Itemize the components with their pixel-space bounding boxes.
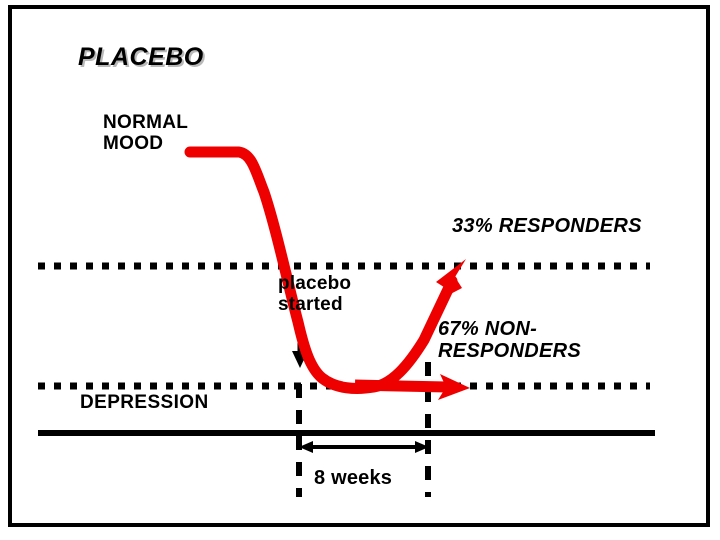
non-responders-label: 67% NON- RESPONDERS (438, 318, 582, 362)
responders-label: 33% RESPONDERS (452, 215, 642, 237)
normal-mood-label: NORMAL MOOD (103, 112, 189, 154)
placebo-started-label: placebo started (278, 273, 352, 315)
non-responders-arrow (354, 374, 470, 400)
figure-border (8, 5, 710, 527)
responders-arrowhead (436, 259, 466, 300)
figure-title: PLACEBO (78, 43, 204, 71)
mood-curve-responders (184, 146, 458, 394)
depression-label: DEPRESSION (80, 392, 209, 413)
eight-week-measure-arrow (299, 441, 429, 453)
duration-label: 8 weeks (314, 467, 393, 489)
